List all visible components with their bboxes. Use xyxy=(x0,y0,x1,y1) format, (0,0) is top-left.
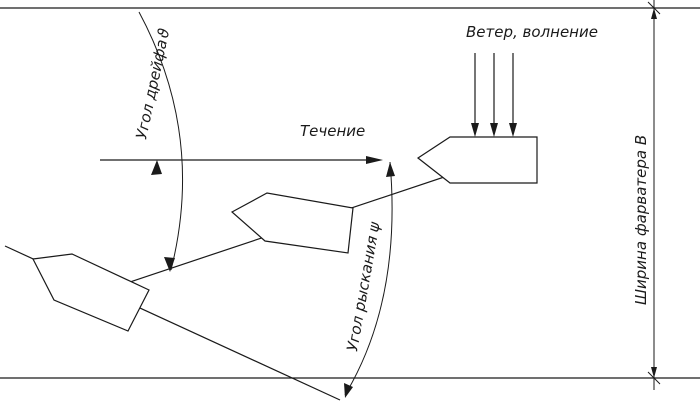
ship-position-3 xyxy=(32,253,150,332)
drift-angle-label-group: Угол дрейфаϑ xyxy=(132,27,173,141)
wind-label: Ветер, волнение xyxy=(466,23,598,41)
drift-angle-label: Угол дрейфаϑ xyxy=(132,27,173,141)
current-label: Течение xyxy=(300,122,365,140)
fairway-width-dimension xyxy=(647,0,661,390)
fairway-width-label: Ширина фарватера B xyxy=(632,135,650,305)
fairway-width-label-group: Ширина фарватера B xyxy=(632,135,650,305)
wind-arrows xyxy=(471,53,517,137)
yaw-angle-arc xyxy=(344,161,395,398)
ship-position-1 xyxy=(416,136,538,184)
drift-angle-arc xyxy=(138,11,184,272)
ship-position-2 xyxy=(230,192,354,254)
current-arrow xyxy=(100,156,383,164)
